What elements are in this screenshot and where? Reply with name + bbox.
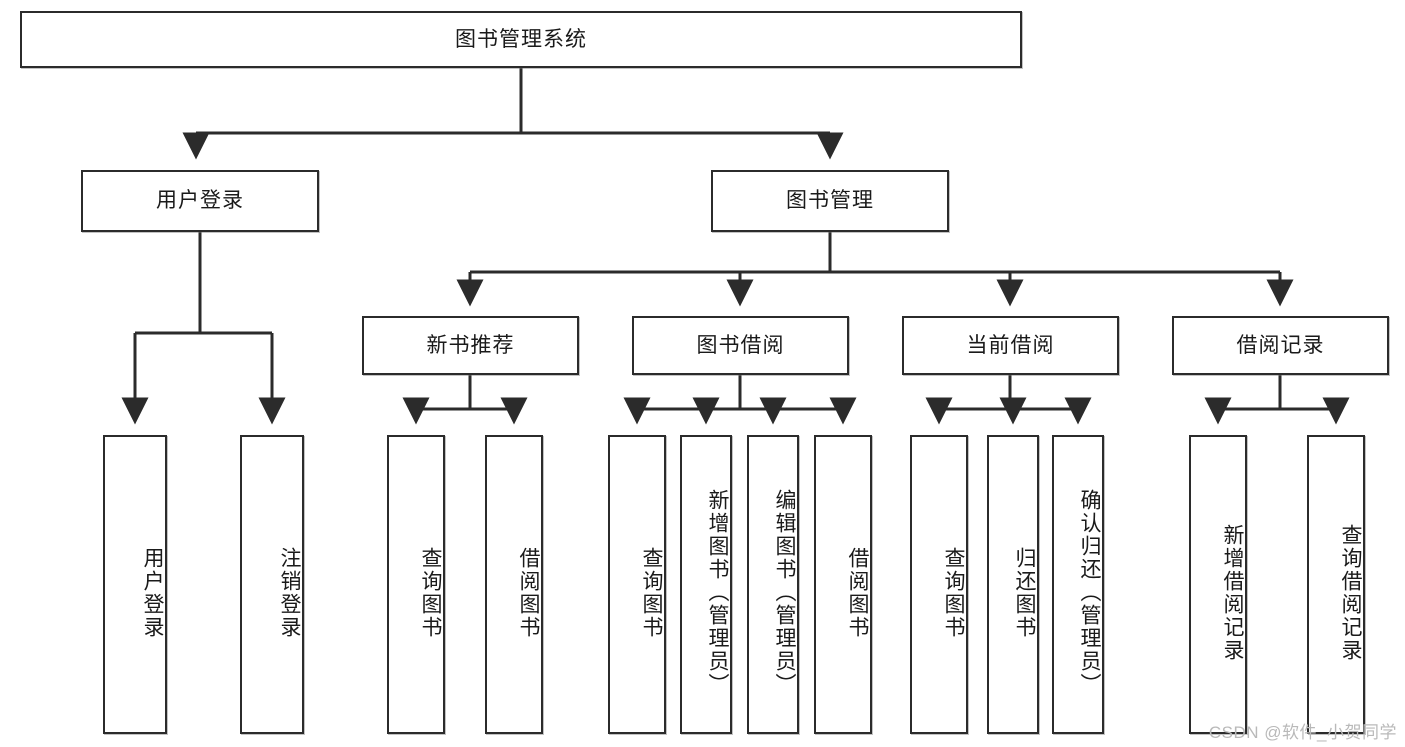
node-leaf-query-book-current[interactable]: 查询图书	[910, 435, 968, 734]
node-leaf-edit-book-admin[interactable]: 编辑图书（管理员）	[747, 435, 799, 734]
node-book-borrow-label: 图书借阅	[696, 333, 785, 357]
node-leaf-label: 借阅图书	[846, 546, 869, 639]
node-borrow-record[interactable]: 借阅记录	[1172, 316, 1389, 375]
node-book-management-label: 图书管理	[786, 189, 874, 213]
node-leaf-label: 编辑图书（管理员）	[773, 489, 796, 696]
node-leaf-label: 用户登录	[141, 546, 164, 639]
node-leaf-return-book[interactable]: 归还图书	[987, 435, 1039, 734]
node-leaf-label: 注销登录	[278, 546, 301, 639]
node-leaf-label: 新增图书（管理员）	[706, 489, 729, 696]
node-leaf-label: 新增借阅记录	[1221, 523, 1244, 662]
node-new-book-recommend[interactable]: 新书推荐	[362, 316, 579, 375]
node-leaf-add-book-admin[interactable]: 新增图书（管理员）	[680, 435, 732, 734]
node-leaf-confirm-return-admin[interactable]: 确认归还（管理员）	[1052, 435, 1104, 734]
node-leaf-label: 查询图书	[419, 546, 442, 639]
node-new-book-recommend-label: 新书推荐	[426, 333, 515, 357]
node-leaf-user-login[interactable]: 用户登录	[103, 435, 167, 734]
node-leaf-label: 借阅图书	[517, 546, 540, 639]
node-book-management[interactable]: 图书管理	[711, 170, 949, 232]
node-borrow-record-label: 借阅记录	[1236, 333, 1325, 357]
node-current-borrow-label: 当前借阅	[966, 333, 1055, 357]
node-root-label: 图书管理系统	[455, 27, 587, 51]
node-leaf-add-borrow-record[interactable]: 新增借阅记录	[1189, 435, 1247, 734]
node-leaf-label: 确认归还（管理员）	[1078, 489, 1101, 696]
node-user-login-label: 用户登录	[156, 189, 244, 213]
node-current-borrow[interactable]: 当前借阅	[902, 316, 1119, 375]
node-leaf-label: 查询图书	[640, 546, 663, 639]
node-user-login[interactable]: 用户登录	[81, 170, 319, 232]
node-leaf-query-borrow-record[interactable]: 查询借阅记录	[1307, 435, 1365, 734]
node-leaf-logout[interactable]: 注销登录	[240, 435, 304, 734]
node-leaf-borrow-book[interactable]: 借阅图书	[814, 435, 872, 734]
node-leaf-borrow-book-newbook[interactable]: 借阅图书	[485, 435, 543, 734]
node-root-system[interactable]: 图书管理系统	[20, 11, 1022, 68]
node-leaf-query-book-newbook[interactable]: 查询图书	[387, 435, 445, 734]
node-leaf-label: 查询借阅记录	[1339, 523, 1362, 662]
node-leaf-label: 查询图书	[942, 546, 965, 639]
node-leaf-query-book-borrow[interactable]: 查询图书	[608, 435, 666, 734]
node-book-borrow[interactable]: 图书借阅	[632, 316, 849, 375]
node-leaf-label: 归还图书	[1013, 546, 1036, 639]
